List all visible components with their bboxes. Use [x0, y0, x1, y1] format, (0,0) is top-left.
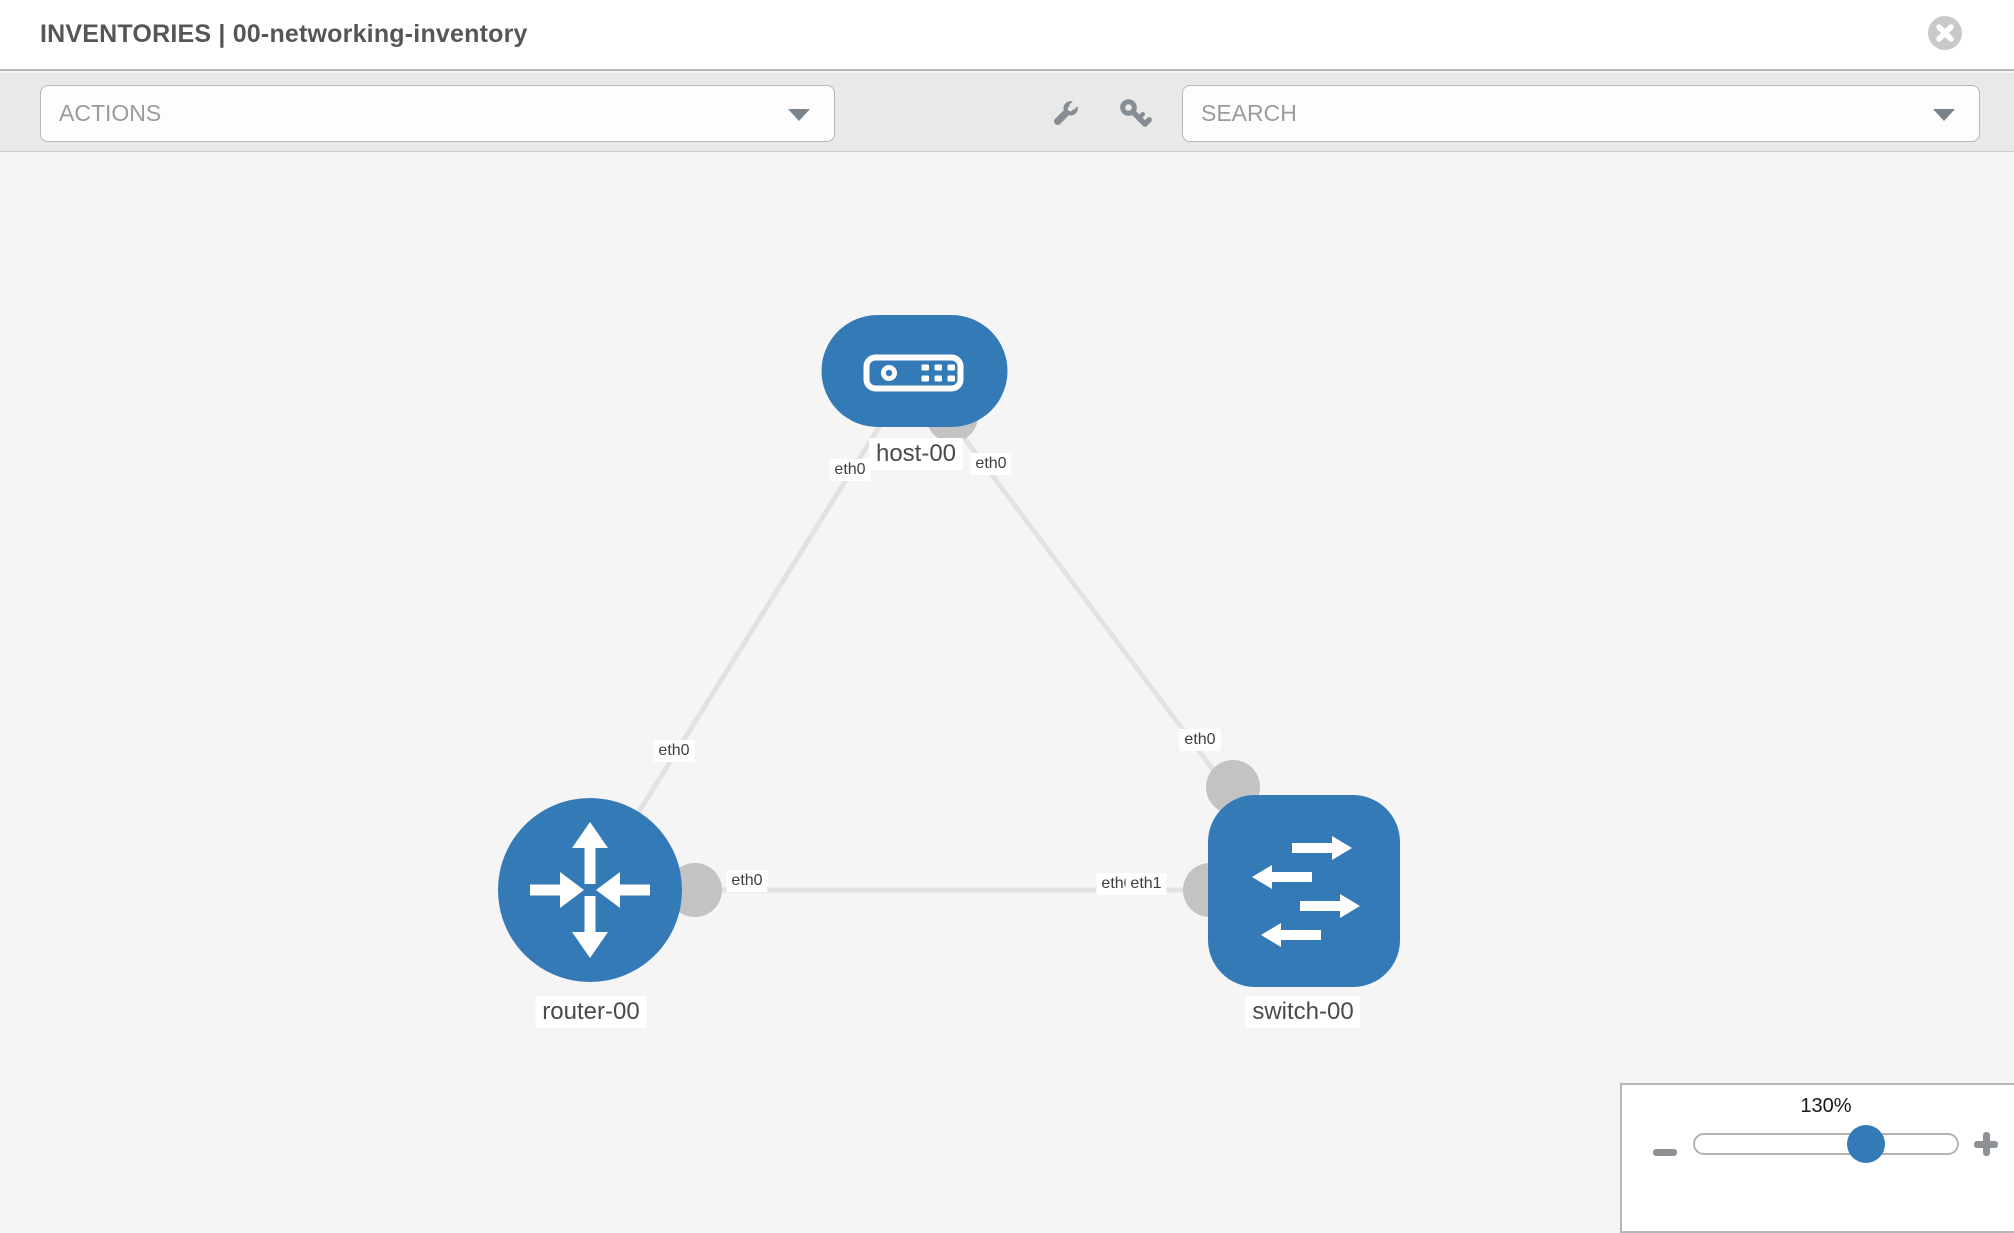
zoom-out-button[interactable]: [1653, 1140, 1677, 1164]
search-dropdown-label: SEARCH: [1201, 100, 1297, 126]
zoom-slider-handle[interactable]: [1847, 1125, 1885, 1163]
key-icon: [1120, 99, 1152, 127]
node-router-00[interactable]: [498, 798, 682, 982]
node-switch-00[interactable]: [1208, 795, 1400, 987]
switch-node-shape: [1208, 795, 1400, 987]
close-icon: [1928, 16, 1962, 50]
zoom-level: 130%: [1800, 1095, 1852, 1117]
topology-svg: [498, 315, 1400, 987]
host-node-shape: [821, 315, 1008, 427]
zoom-in-button[interactable]: [1974, 1132, 1998, 1156]
link-host-router[interactable]: [587, 369, 917, 892]
wrench-icon: [1053, 98, 1081, 126]
actions-dropdown-label: ACTIONS: [59, 100, 162, 126]
topology-canvas[interactable]: eth0 eth0 eth0 eth0 eth0 eth0 eth1 host-…: [0, 152, 2014, 1200]
interface-connectors: [668, 390, 1260, 917]
chevron-down-icon: [1933, 109, 1955, 121]
key-button[interactable]: [1118, 97, 1152, 131]
close-button[interactable]: [1928, 16, 1962, 50]
actions-dropdown[interactable]: ACTIONS: [40, 85, 835, 142]
interface-label: eth0: [726, 870, 768, 892]
switch-icon: [1252, 836, 1360, 947]
chevron-down-icon: [788, 109, 810, 121]
node-host-00[interactable]: [821, 315, 1008, 427]
router-node-shape: [498, 798, 682, 982]
page-title: INVENTORIES | 00-networking-inventory: [40, 20, 528, 48]
interface-label: eth0: [829, 459, 871, 481]
interface-label: eth0: [653, 740, 695, 762]
page-header: INVENTORIES | 00-networking-inventory: [0, 0, 2014, 71]
interface-label: eth1: [1125, 873, 1167, 895]
search-dropdown[interactable]: SEARCH: [1182, 85, 1980, 142]
node-label-router: router-00: [535, 996, 647, 1028]
connector-router-eth0: [668, 863, 722, 917]
interface-label: eth0: [970, 453, 1012, 475]
host-icon: [863, 354, 964, 392]
zoom-widget: 130%: [1620, 1083, 2014, 1233]
interface-label: eth0: [1179, 729, 1221, 751]
wrench-button[interactable]: [1048, 97, 1082, 131]
router-icon: [530, 822, 650, 958]
zoom-slider-track[interactable]: [1693, 1133, 1959, 1155]
node-label-host: host-00: [868, 438, 964, 470]
node-label-switch: switch-00: [1245, 996, 1361, 1028]
